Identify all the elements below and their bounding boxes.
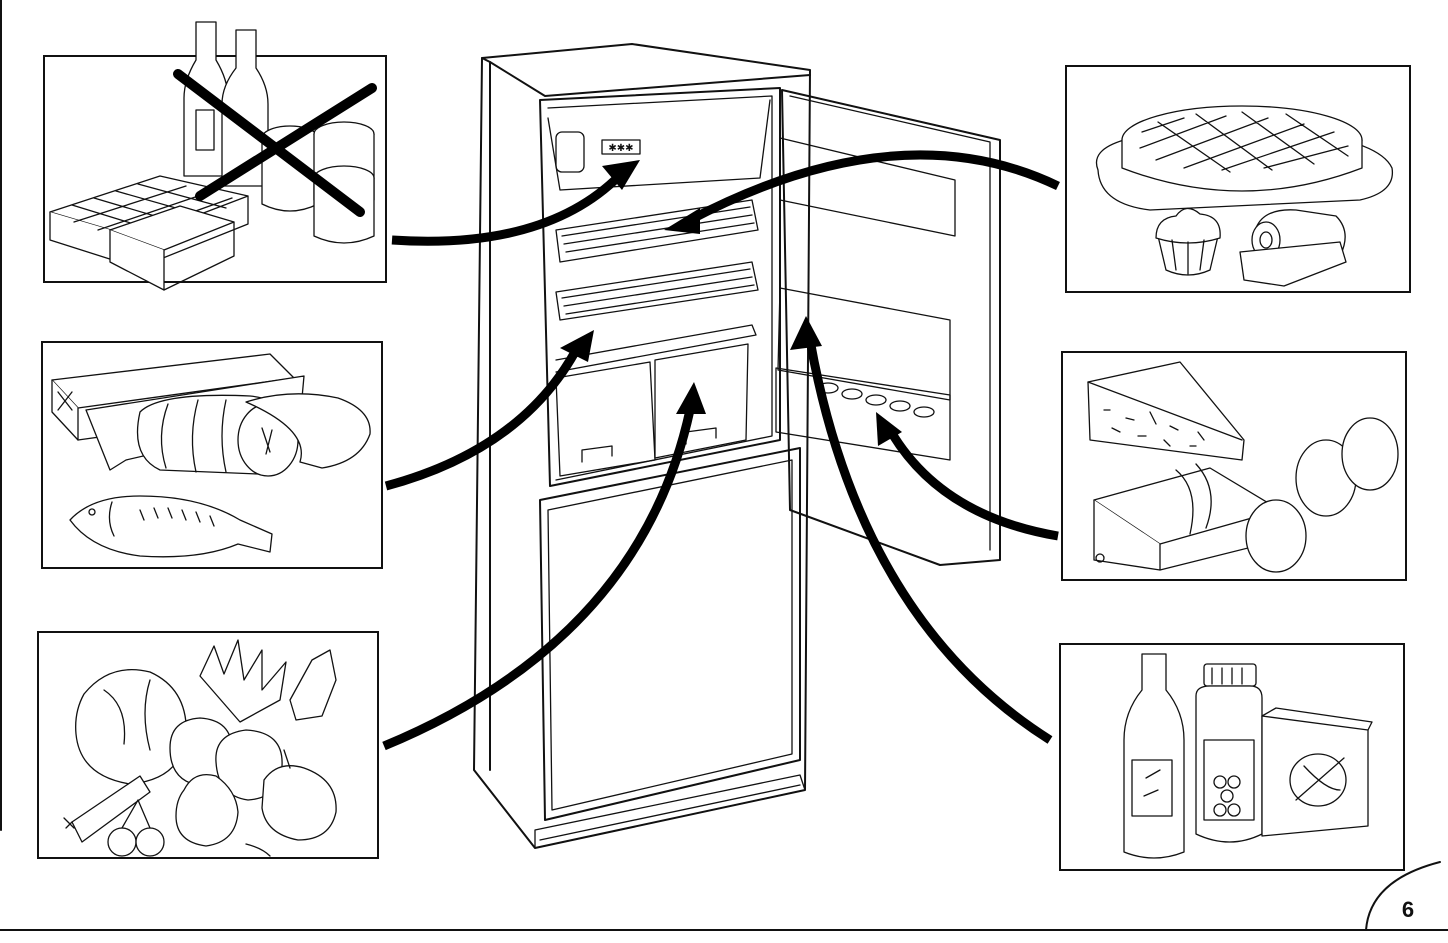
panel-cheese-butter-eggs: [1061, 351, 1407, 581]
wrapped-meat-fish-icon: [51, 353, 371, 558]
bottle-jar-box-icon: [1123, 653, 1373, 859]
arrow-head-egg-rack: [876, 412, 902, 446]
panel-bottles-cans-ice-trays: [43, 21, 387, 291]
fruit-vegetables-icon: [63, 639, 337, 857]
page-number-tab: [1365, 861, 1441, 931]
arrow-head-upper-shelf: [664, 208, 700, 234]
refrigerator-icon: ✱✱✱: [473, 43, 1001, 849]
arrow-to-upper-shelf: [687, 150, 1060, 224]
arrow-to-crisper: [382, 409, 695, 751]
panel-cake-pastry-sausage: [1065, 65, 1411, 293]
panel-fruit-vegetables: [37, 631, 379, 859]
not-allowed-cross-icon: [173, 69, 377, 217]
panel-bottles-jars: [1059, 643, 1405, 871]
svg-text:✱✱✱: ✱✱✱: [608, 143, 633, 154]
arrow-to-egg-rack: [886, 427, 1059, 541]
arrow-head-door-bin: [790, 316, 822, 350]
arrow-to-lower-shelf: [384, 349, 579, 491]
storage-arrows: [382, 150, 1060, 751]
arrow-head-crisper: [676, 382, 706, 414]
freezer-star-rating: ✱✱✱: [601, 139, 641, 155]
cheese-butter-eggs-icon: [1087, 361, 1399, 573]
arrow-head-freezer: [602, 160, 640, 190]
panel-wrapped-meat-fish: [41, 341, 383, 569]
page-number: 6: [1401, 897, 1415, 922]
arrow-head-lower-shelf: [560, 330, 594, 362]
arrow-to-freezer: [391, 176, 619, 246]
cake-cupcake-sausage-icon: [1095, 105, 1394, 287]
arrow-to-door-bin: [805, 339, 1053, 744]
